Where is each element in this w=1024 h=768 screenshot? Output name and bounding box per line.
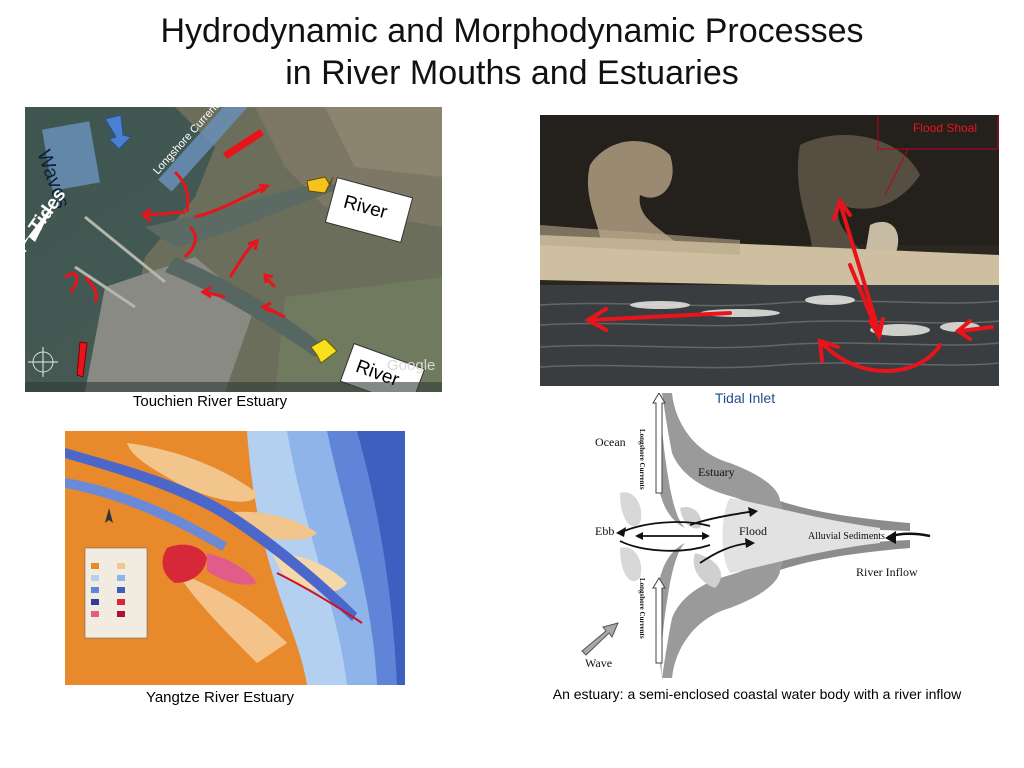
longshore-currents-bottom-label: Longshore Currents <box>638 578 646 639</box>
touchien-map-svg <box>25 107 442 392</box>
estuary-caption: An estuary: a semi-enclosed coastal wate… <box>552 686 962 702</box>
flood-label: Flood <box>739 524 768 538</box>
estuary-schematic: Ocean Estuary Ebb Flood Alluvial Sedimen… <box>580 393 950 678</box>
tidal-inlet-photo: Flood Shoal <box>540 115 999 386</box>
wave-label: Wave <box>585 656 613 670</box>
ocean-label: Ocean <box>595 435 626 449</box>
flood-shoal-label: Flood Shoal <box>912 121 978 135</box>
yangtze-map-image <box>57 423 412 690</box>
longshore-currents-top-label: Longshore Currents <box>638 429 646 490</box>
tidal-inlet-caption: Tidal Inlet <box>714 390 776 406</box>
google-watermark: Google <box>387 357 436 374</box>
estuary-label: Estuary <box>698 465 735 479</box>
yangtze-caption: Yangtze River Estuary <box>145 689 295 706</box>
touchien-satellite-image: Waves Longshore Current Tides River Rive… <box>25 107 442 392</box>
estuary-schematic-svg <box>581 393 931 678</box>
title-line-1: Hydrodynamic and Morphodynamic Processes <box>160 12 864 50</box>
ebb-label: Ebb <box>595 524 615 538</box>
river-inflow-label: River Inflow <box>856 565 918 579</box>
slide-title: Hydrodynamic and Morphodynamic Processes… <box>0 10 1024 94</box>
yangtze-map-svg <box>57 423 412 690</box>
touchien-caption: Touchien River Estuary <box>132 393 288 410</box>
tidal-inlet-svg <box>540 115 999 386</box>
title-line-2: in River Mouths and Estuaries <box>285 54 739 92</box>
alluvial-sediments-label: Alluvial Sediments <box>808 531 885 542</box>
